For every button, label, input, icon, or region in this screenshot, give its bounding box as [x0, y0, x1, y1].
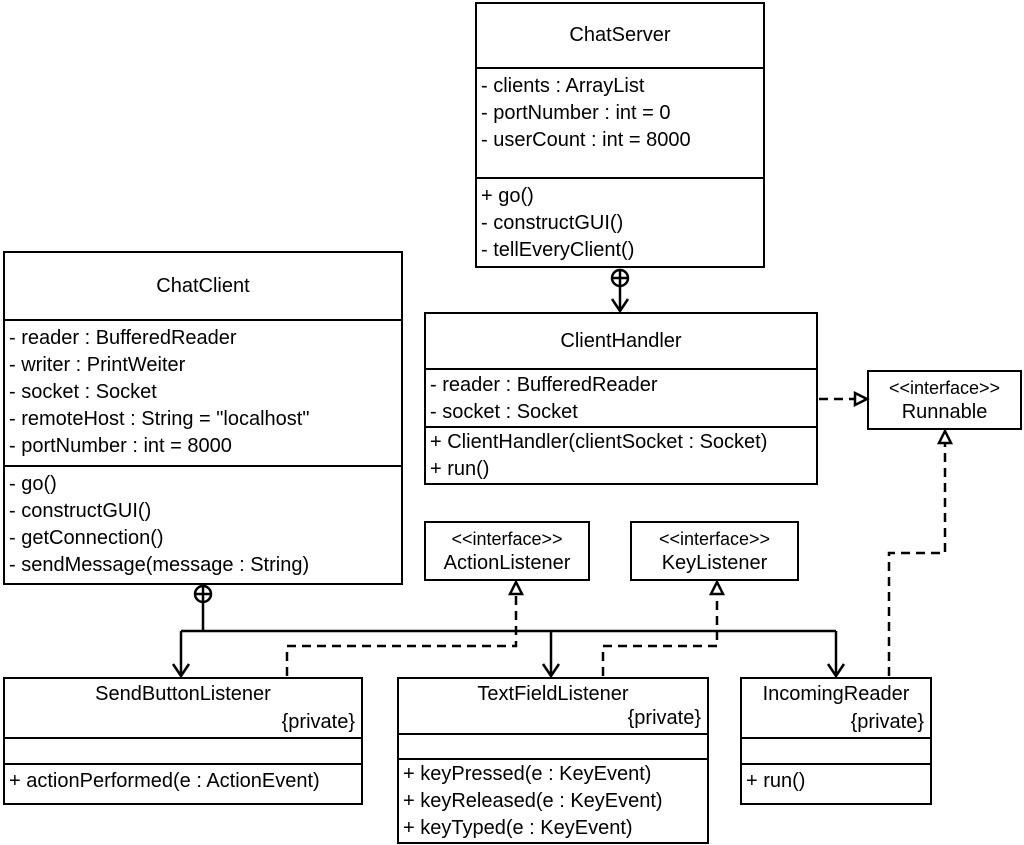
realization-incomingreader-runnable [887, 443, 947, 676]
interface-name: KeyListener [661, 552, 768, 574]
interface-name: Runnable [901, 401, 988, 423]
class-name: TextFieldListener [477, 683, 629, 705]
operation: - getConnection() [9, 527, 164, 549]
operation: + run() [746, 770, 806, 792]
class-name: SendButtonListener [95, 683, 271, 705]
attribute: - portNumber : int = 0 [481, 102, 671, 124]
attribute: - userCount : int = 8000 [481, 129, 691, 151]
attribute: - writer : PrintWeiter [9, 354, 186, 376]
nesting-chatclient-inner-classes [171, 584, 846, 679]
class-name: ChatClient [156, 274, 250, 297]
class-chat-server[interactable]: ChatServer - clients : ArrayList - portN… [475, 2, 765, 268]
attribute: - portNumber : int = 8000 [9, 435, 232, 457]
interface-action-listener[interactable]: <<interface>> ActionListener [424, 521, 590, 581]
operation: - go() [9, 473, 57, 495]
attributes-section: - reader : BufferedReader - writer : Pri… [5, 319, 401, 465]
attribute: - reader : BufferedReader [430, 374, 658, 396]
operation: + go() [481, 185, 534, 207]
operation: + keyTyped(e : KeyEvent) [403, 817, 633, 839]
interface-name: ActionListener [443, 552, 571, 574]
visibility-modifier: {private} [281, 711, 355, 733]
attributes-section [742, 737, 930, 763]
interface-key-listener[interactable]: <<interface>> KeyListener [630, 521, 799, 581]
operation: + keyPressed(e : KeyEvent) [403, 763, 652, 785]
class-incoming-reader[interactable]: IncomingReader {private} + run() [740, 677, 932, 805]
operations-section: + go() - constructGUI() - tellEveryClien… [477, 177, 763, 266]
realization-arrowhead [853, 390, 870, 408]
attribute: - clients : ArrayList [481, 75, 645, 97]
class-chat-client[interactable]: ChatClient - reader : BufferedReader - w… [3, 251, 403, 585]
class-header: TextFieldListener {private} [399, 679, 707, 733]
operations-section: - go() - constructGUI() - getConnection(… [5, 465, 401, 583]
nesting-chatserver-clienthandler [610, 268, 630, 314]
class-send-button-listener[interactable]: SendButtonListener {private} + actionPer… [3, 677, 363, 805]
realization-textfieldlistener-keylistener [601, 594, 719, 676]
operation: + actionPerformed(e : ActionEvent) [9, 770, 320, 792]
operations-section: + ClientHandler(clientSocket : Socket) +… [426, 426, 816, 483]
realization-arrowhead [507, 579, 525, 596]
attribute: - socket : Socket [430, 401, 578, 423]
operation: + keyReleased(e : KeyEvent) [403, 790, 663, 812]
attribute: - remoteHost : String = "localhost" [9, 408, 310, 430]
class-name: ClientHandler [560, 329, 682, 352]
attributes-section: - clients : ArrayList - portNumber : int… [477, 67, 763, 177]
stereotype-label: <<interface>> [451, 529, 563, 549]
realization-arrowhead [936, 428, 954, 445]
attributes-section: - reader : BufferedReader - socket : Soc… [426, 368, 816, 426]
attributes-section [5, 737, 361, 763]
attribute: - reader : BufferedReader [9, 327, 237, 349]
operations-section: + actionPerformed(e : ActionEvent) [5, 763, 361, 803]
class-text-field-listener[interactable]: TextFieldListener {private} + keyPressed… [397, 677, 709, 844]
visibility-modifier: {private} [627, 707, 701, 730]
realization-sendbuttonlistener-actionlistener [285, 594, 518, 676]
operation: - tellEveryClient() [481, 239, 635, 261]
stereotype-label: <<interface>> [888, 378, 1001, 398]
operation: - sendMessage(message : String) [9, 554, 310, 576]
class-name: IncomingReader [762, 683, 910, 705]
realization-arrowhead [708, 579, 726, 596]
class-client-handler[interactable]: ClientHandler - reader : BufferedReader … [424, 312, 818, 485]
class-name: ChatServer [569, 24, 671, 46]
class-header: IncomingReader {private} [742, 679, 930, 737]
attribute: - socket : Socket [9, 381, 157, 403]
operation: - constructGUI() [9, 500, 152, 522]
operation: + run() [430, 458, 490, 480]
stereotype-label: <<interface>> [658, 529, 771, 549]
operations-section: + run() [742, 763, 930, 803]
class-header: SendButtonListener {private} [5, 679, 361, 737]
operations-section: + keyPressed(e : KeyEvent) + keyReleased… [399, 758, 707, 842]
attributes-section [399, 733, 707, 758]
interface-runnable[interactable]: <<interface>> Runnable [867, 370, 1022, 430]
operation: - constructGUI() [481, 212, 624, 234]
visibility-modifier: {private} [850, 711, 924, 733]
operation: + ClientHandler(clientSocket : Socket) [430, 431, 768, 453]
